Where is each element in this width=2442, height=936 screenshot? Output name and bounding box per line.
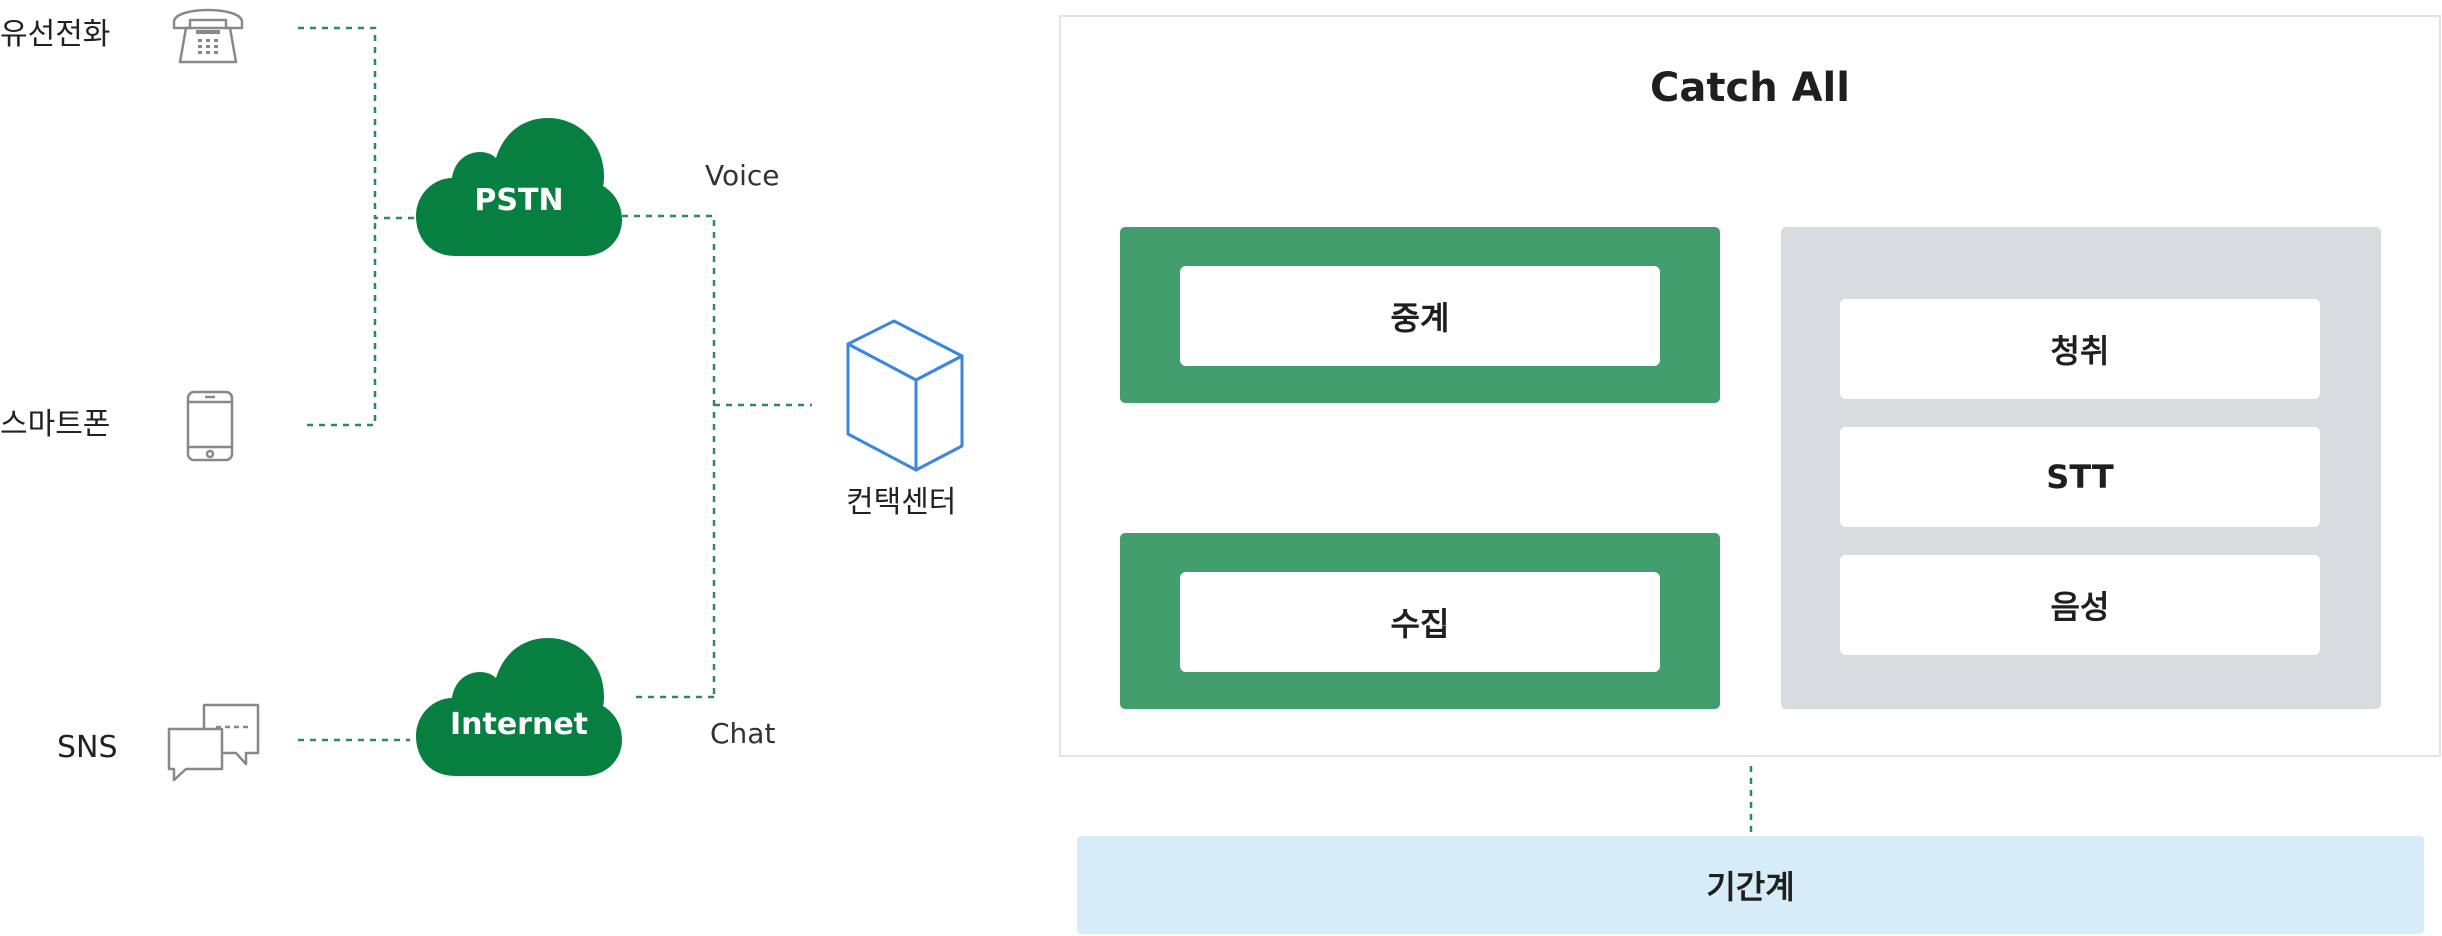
contact-center-cube-icon [846, 319, 964, 472]
sns-label: SNS [57, 730, 118, 765]
smartphone-icon [186, 390, 234, 462]
module-listen: 청취 [1840, 299, 2320, 399]
catch-all-title: Catch All [1650, 65, 1850, 111]
voice-label: Voice [705, 159, 780, 192]
module-stt: STT [1840, 427, 2320, 527]
chat-bubbles-icon [167, 703, 260, 782]
relay-box: 중계 [1180, 266, 1660, 366]
chat-label: Chat [710, 717, 776, 750]
line-landline [298, 26, 418, 220]
internet-cloud-icon [416, 638, 622, 776]
telephone-icon [172, 8, 244, 64]
collect-box: 수집 [1180, 572, 1660, 672]
module-voice: 음성 [1840, 555, 2320, 655]
smartphone-label: 스마트폰 [0, 407, 111, 442]
line-pstn-voice [622, 214, 716, 697]
backbone-bar: 기간계 [1077, 836, 2424, 934]
pstn-cloud-icon [416, 118, 622, 256]
internet-label: Internet [449, 707, 589, 742]
landline-label: 유선전화 [0, 17, 111, 52]
contact-center-label: 컨택센터 [846, 485, 957, 520]
pstn-label: PSTN [474, 183, 564, 218]
line-smartphone [307, 218, 377, 427]
